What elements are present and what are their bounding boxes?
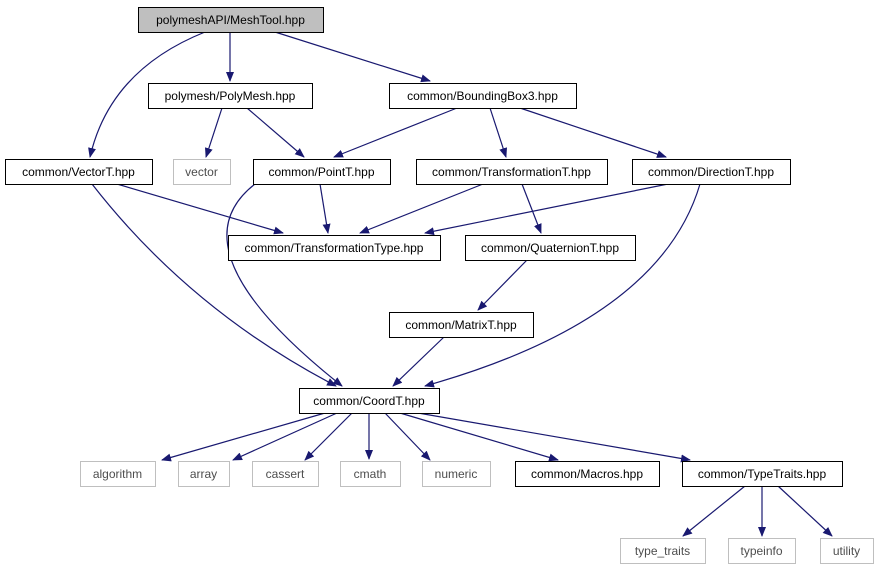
node-box xyxy=(682,461,843,487)
node-cassert: cassert xyxy=(252,461,319,487)
node-label: typeinfo xyxy=(740,544,782,558)
node-label: common/CoordT.hpp xyxy=(313,394,425,408)
edge-coord-to-algorithm xyxy=(161,412,326,462)
node-box xyxy=(728,538,796,564)
node-label: common/BoundingBox3.hpp xyxy=(407,89,558,103)
edge-pointt-to-transfType xyxy=(319,183,331,234)
node-label: common/MatrixT.hpp xyxy=(405,318,517,332)
edge-bbox-to-transfT xyxy=(489,107,508,158)
node-box xyxy=(632,159,791,185)
node-polymesh[interactable]: polymesh/PolyMesh.hpp xyxy=(148,83,313,109)
edges-layer xyxy=(88,31,833,537)
edge-directiont-to-coord xyxy=(424,183,701,388)
node-label: common/Macros.hpp xyxy=(531,467,643,481)
node-label: algorithm xyxy=(93,467,142,481)
node-label: array xyxy=(190,467,217,481)
node-box xyxy=(173,159,231,185)
node-typeinfo: typeinfo xyxy=(728,538,796,564)
node-vectort[interactable]: common/VectorT.hpp xyxy=(5,159,153,185)
node-cmath: cmath xyxy=(340,461,401,487)
node-box xyxy=(389,312,534,338)
edge-coord-to-array xyxy=(232,412,338,461)
node-box xyxy=(422,461,491,487)
node-transfType[interactable]: common/TransformationType.hpp xyxy=(228,235,441,261)
node-box xyxy=(228,235,441,261)
node-coord[interactable]: common/CoordT.hpp xyxy=(299,388,440,414)
nodes-layer: polymeshAPI/MeshTool.hpp polymesh/PolyMes… xyxy=(5,7,874,564)
node-label: cassert xyxy=(266,467,305,481)
node-algorithm: algorithm xyxy=(80,461,156,487)
node-box xyxy=(252,461,319,487)
node-box xyxy=(389,83,577,109)
node-meshtool[interactable]: polymeshAPI/MeshTool.hpp xyxy=(138,7,324,33)
edge-vectort-to-coord xyxy=(91,183,337,387)
edge-meshtool-to-vectort xyxy=(88,31,206,158)
node-label: common/TypeTraits.hpp xyxy=(698,467,827,481)
edge-meshtool-to-bbox xyxy=(274,31,431,83)
edge-transfT-to-transfType xyxy=(359,183,484,234)
node-quat[interactable]: common/QuaternionT.hpp xyxy=(465,235,636,261)
node-box xyxy=(299,388,440,414)
node-label: utility xyxy=(833,544,860,558)
node-type_traits: type_traits xyxy=(620,538,706,564)
edge-coord-to-cassert xyxy=(304,412,353,461)
node-label: cmath xyxy=(354,467,387,481)
node-label: common/TransformationType.hpp xyxy=(245,241,424,255)
edge-coord-to-typetraits xyxy=(417,412,691,463)
node-box xyxy=(5,159,153,185)
node-label: common/VectorT.hpp xyxy=(22,165,135,179)
node-box xyxy=(515,461,660,487)
node-vector: vector xyxy=(173,159,231,185)
node-label: polymeshAPI/MeshTool.hpp xyxy=(156,13,305,27)
node-label: common/DirectionT.hpp xyxy=(648,165,774,179)
node-utility: utility xyxy=(820,538,874,564)
node-macros[interactable]: common/Macros.hpp xyxy=(515,461,660,487)
node-directiont[interactable]: common/DirectionT.hpp xyxy=(632,159,791,185)
node-box xyxy=(178,461,230,487)
node-box xyxy=(416,159,608,185)
node-label: polymesh/PolyMesh.hpp xyxy=(165,89,296,103)
edge-matrix-to-coord xyxy=(392,336,445,387)
edge-typetraits-to-type_traits xyxy=(682,485,746,537)
edge-directiont-to-transfType xyxy=(424,183,669,236)
node-label: common/TransformationT.hpp xyxy=(432,165,591,179)
node-label: common/QuaternionT.hpp xyxy=(481,241,619,255)
node-transfT[interactable]: common/TransformationT.hpp xyxy=(416,159,608,185)
node-label: type_traits xyxy=(635,544,690,558)
edge-pointt-to-coord xyxy=(226,183,343,387)
edge-coord-to-numeric xyxy=(384,412,431,461)
node-box xyxy=(148,83,313,109)
node-numeric: numeric xyxy=(422,461,491,487)
edge-polymesh-to-pointt xyxy=(246,107,305,158)
node-label: numeric xyxy=(435,467,478,481)
node-box xyxy=(253,159,391,185)
node-label: common/PointT.hpp xyxy=(268,165,374,179)
node-box xyxy=(80,461,156,487)
edge-transfT-to-quat xyxy=(521,183,542,234)
edge-bbox-to-directiont xyxy=(519,107,667,158)
edge-vectort-to-transfType xyxy=(116,183,284,235)
edge-coord-to-macros xyxy=(399,412,559,462)
node-array: array xyxy=(178,461,230,487)
node-label: vector xyxy=(185,165,218,179)
node-typetraits[interactable]: common/TypeTraits.hpp xyxy=(682,461,843,487)
edge-quat-to-matrix xyxy=(477,259,528,311)
node-box xyxy=(620,538,706,564)
edge-typetraits-to-utility xyxy=(777,485,833,537)
node-box xyxy=(340,461,401,487)
node-box xyxy=(820,538,874,564)
node-pointt[interactable]: common/PointT.hpp xyxy=(253,159,391,185)
node-matrix[interactable]: common/MatrixT.hpp xyxy=(389,312,534,338)
node-box xyxy=(465,235,636,261)
edge-polymesh-to-vector xyxy=(204,107,223,158)
node-box xyxy=(138,7,324,33)
node-bbox[interactable]: common/BoundingBox3.hpp xyxy=(389,83,577,109)
edge-bbox-to-pointt xyxy=(333,107,458,158)
